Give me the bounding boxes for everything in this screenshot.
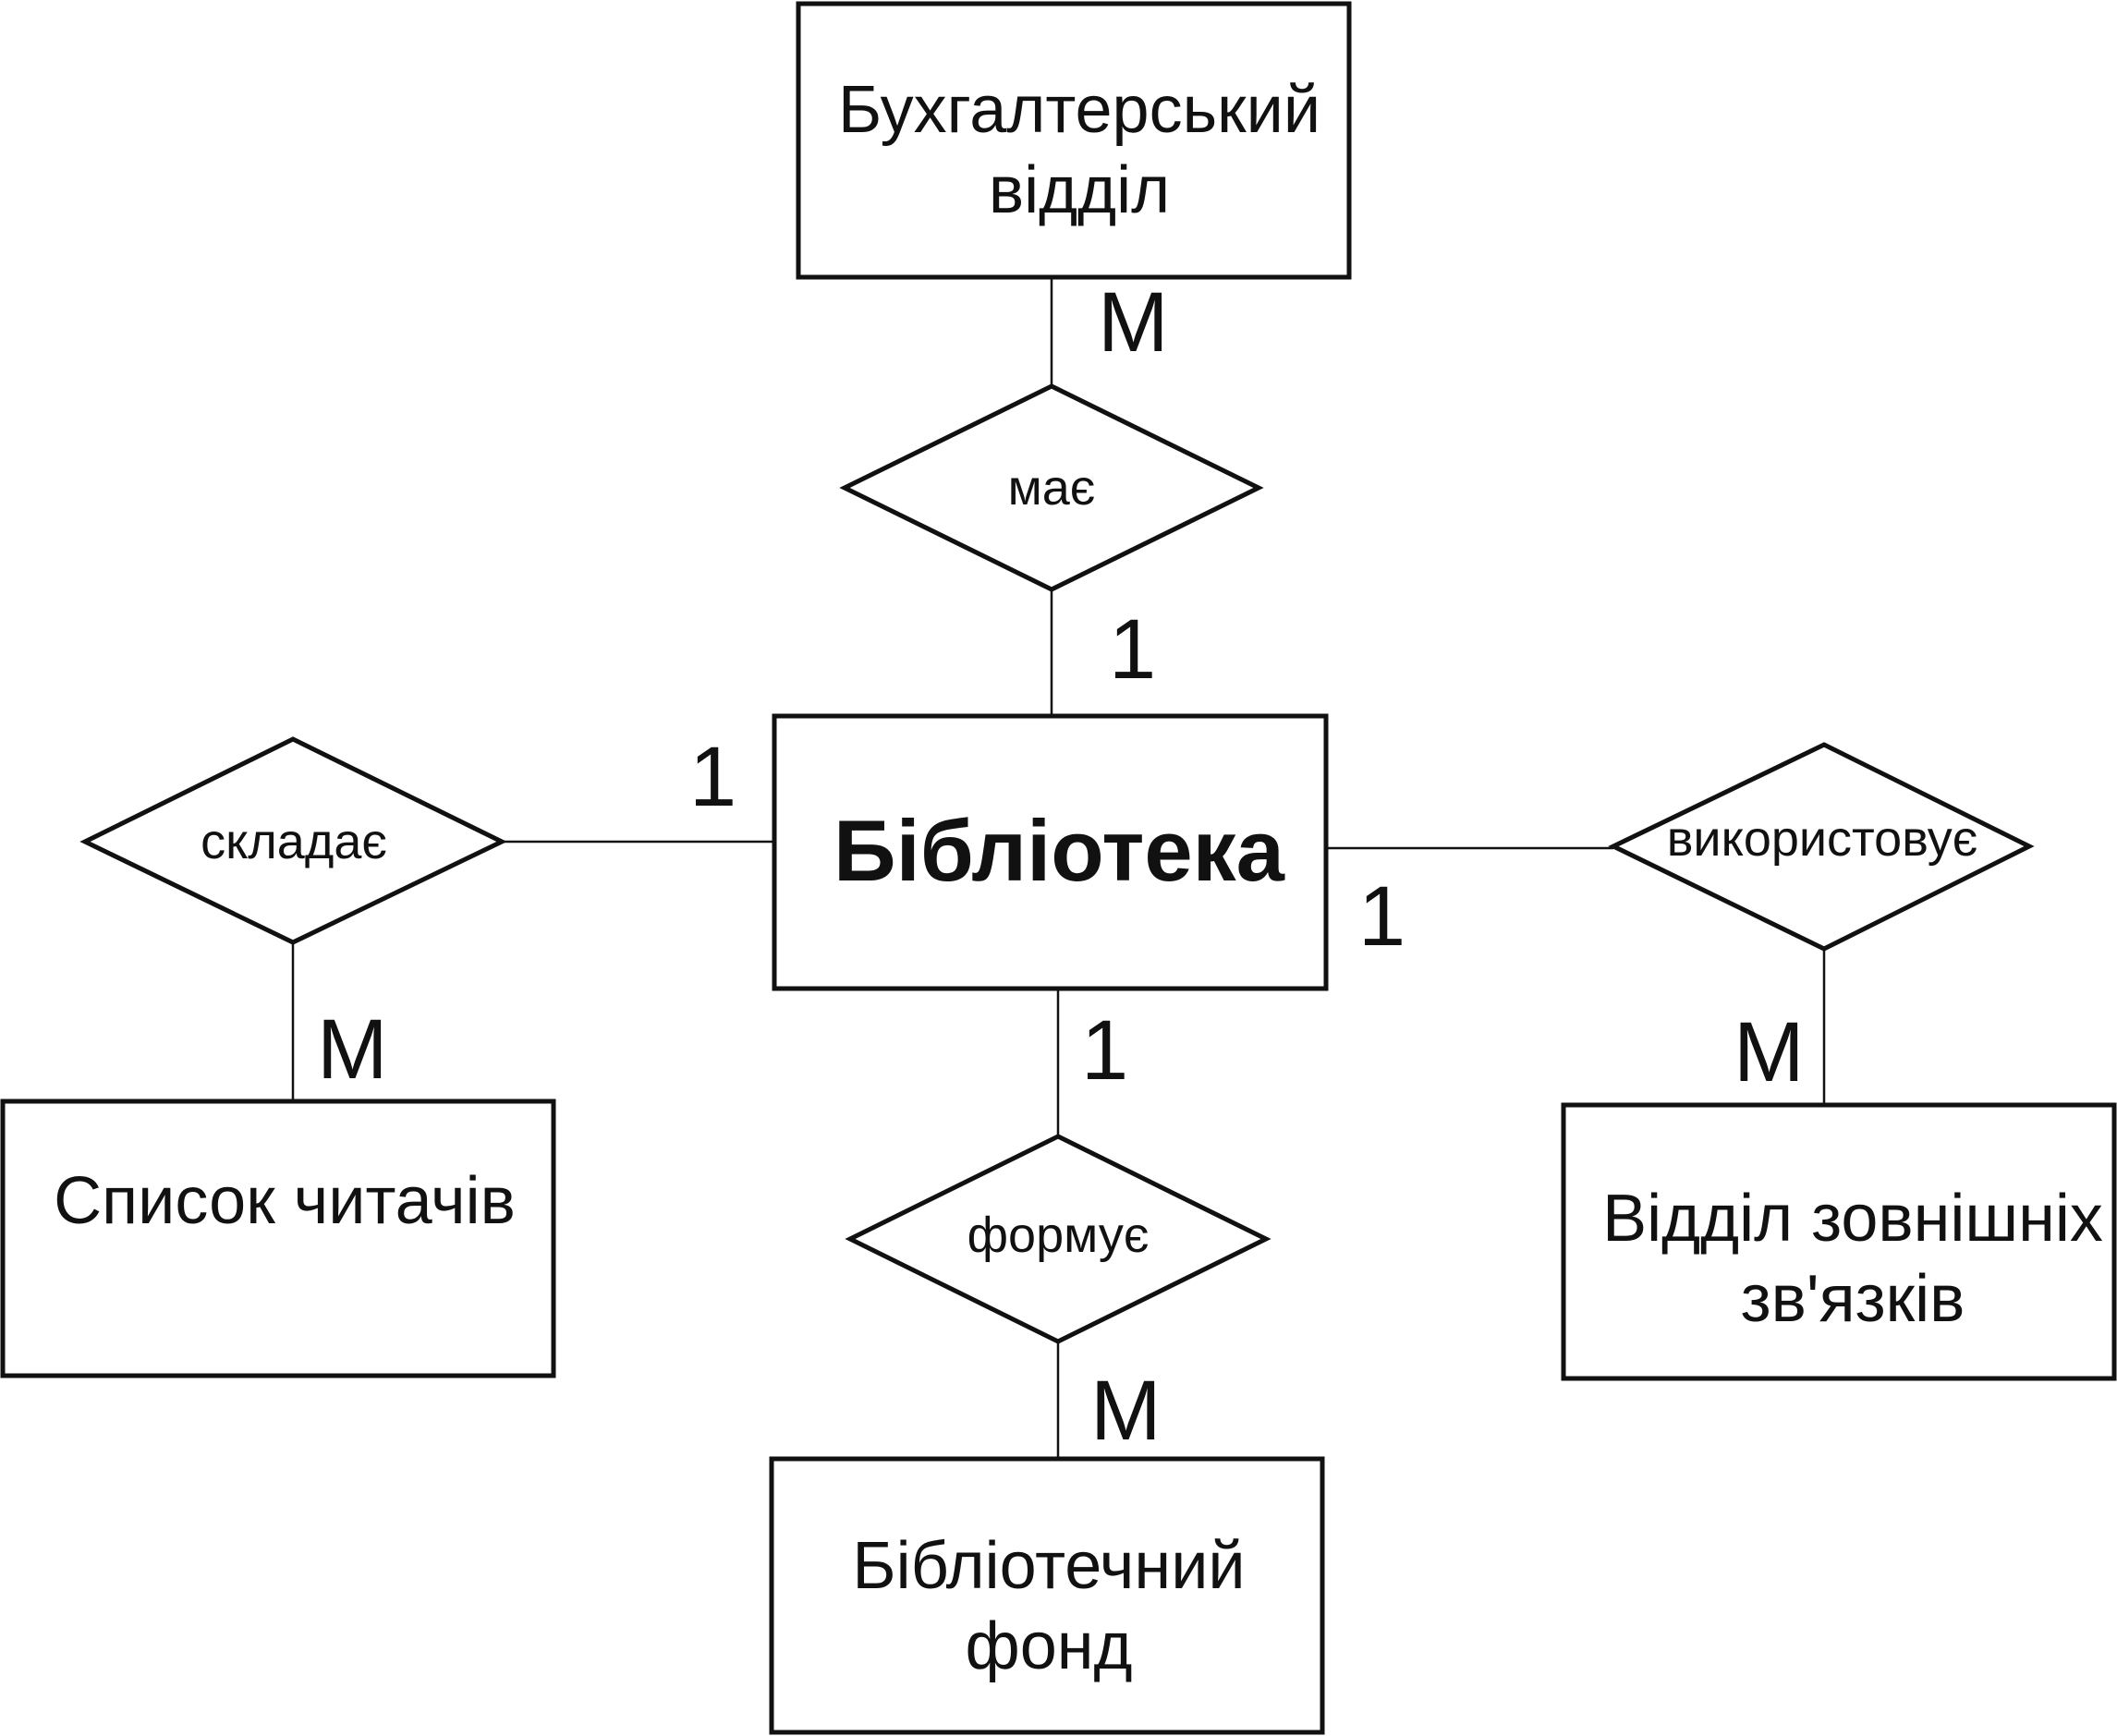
cardinality-readers: M: [317, 1002, 388, 1097]
entity-label-line1: Бібліотечний: [852, 1529, 1245, 1603]
connector-lines: [291, 277, 1826, 1459]
entity-library-fund: Бібліотечний фонд: [769, 1456, 1325, 1735]
cardinality-fund: M: [1090, 1364, 1162, 1458]
relationship-label: використовує: [1667, 811, 1978, 867]
entity-label: Бібліотека: [833, 802, 1285, 899]
cardinality-library-forms: 1: [1081, 1003, 1128, 1098]
entity-label-line2: відділ: [989, 153, 1170, 227]
entity-label-line2: фонд: [965, 1609, 1132, 1683]
relationship-forms: формує: [845, 1134, 1271, 1344]
relationship-has: має: [839, 383, 1264, 592]
cardinality-library-uses: 1: [1358, 869, 1405, 964]
entity-label-line2: зв'язків: [1741, 1262, 1965, 1336]
entity-box: [796, 1, 1352, 280]
relationship-diamond: [839, 383, 1264, 592]
entity-library: Бібліотека: [772, 713, 1329, 991]
entity-accounting-department: Бухгалтерський відділ: [796, 1, 1352, 280]
entity-label: Список читачів: [54, 1164, 516, 1238]
cardinality-external: M: [1734, 1005, 1805, 1099]
entity-box: [1561, 1102, 2117, 1381]
relationship-label: складає: [201, 814, 387, 869]
entity-readers-list: Список читачів: [0, 1099, 556, 1378]
entity-label-line1: Відділ зовнішніх: [1602, 1182, 2103, 1256]
entity-box: [0, 1099, 556, 1378]
entity-external-relations-department: Відділ зовнішніх зв'язків: [1561, 1102, 2117, 1381]
relationship-diamond: [79, 736, 507, 945]
entity-label-line1: Бухгалтерський: [838, 73, 1320, 147]
relationship-label: має: [1008, 460, 1096, 516]
relationship-diamond: [845, 1134, 1271, 1344]
relationship-diamond: [1608, 742, 2035, 952]
entity-box: [769, 1456, 1325, 1735]
cardinality-accounting: M: [1098, 275, 1169, 370]
cardinality-library-composes: 1: [689, 730, 736, 824]
relationship-composes: складає: [79, 736, 507, 945]
relationship-label: формує: [967, 1208, 1150, 1263]
cardinality-labels: M 1 1 M 1 M 1 M: [317, 275, 1805, 1458]
relationship-uses: використовує: [1608, 742, 2035, 952]
cardinality-library-has: 1: [1109, 602, 1156, 697]
entity-box: [772, 713, 1329, 991]
